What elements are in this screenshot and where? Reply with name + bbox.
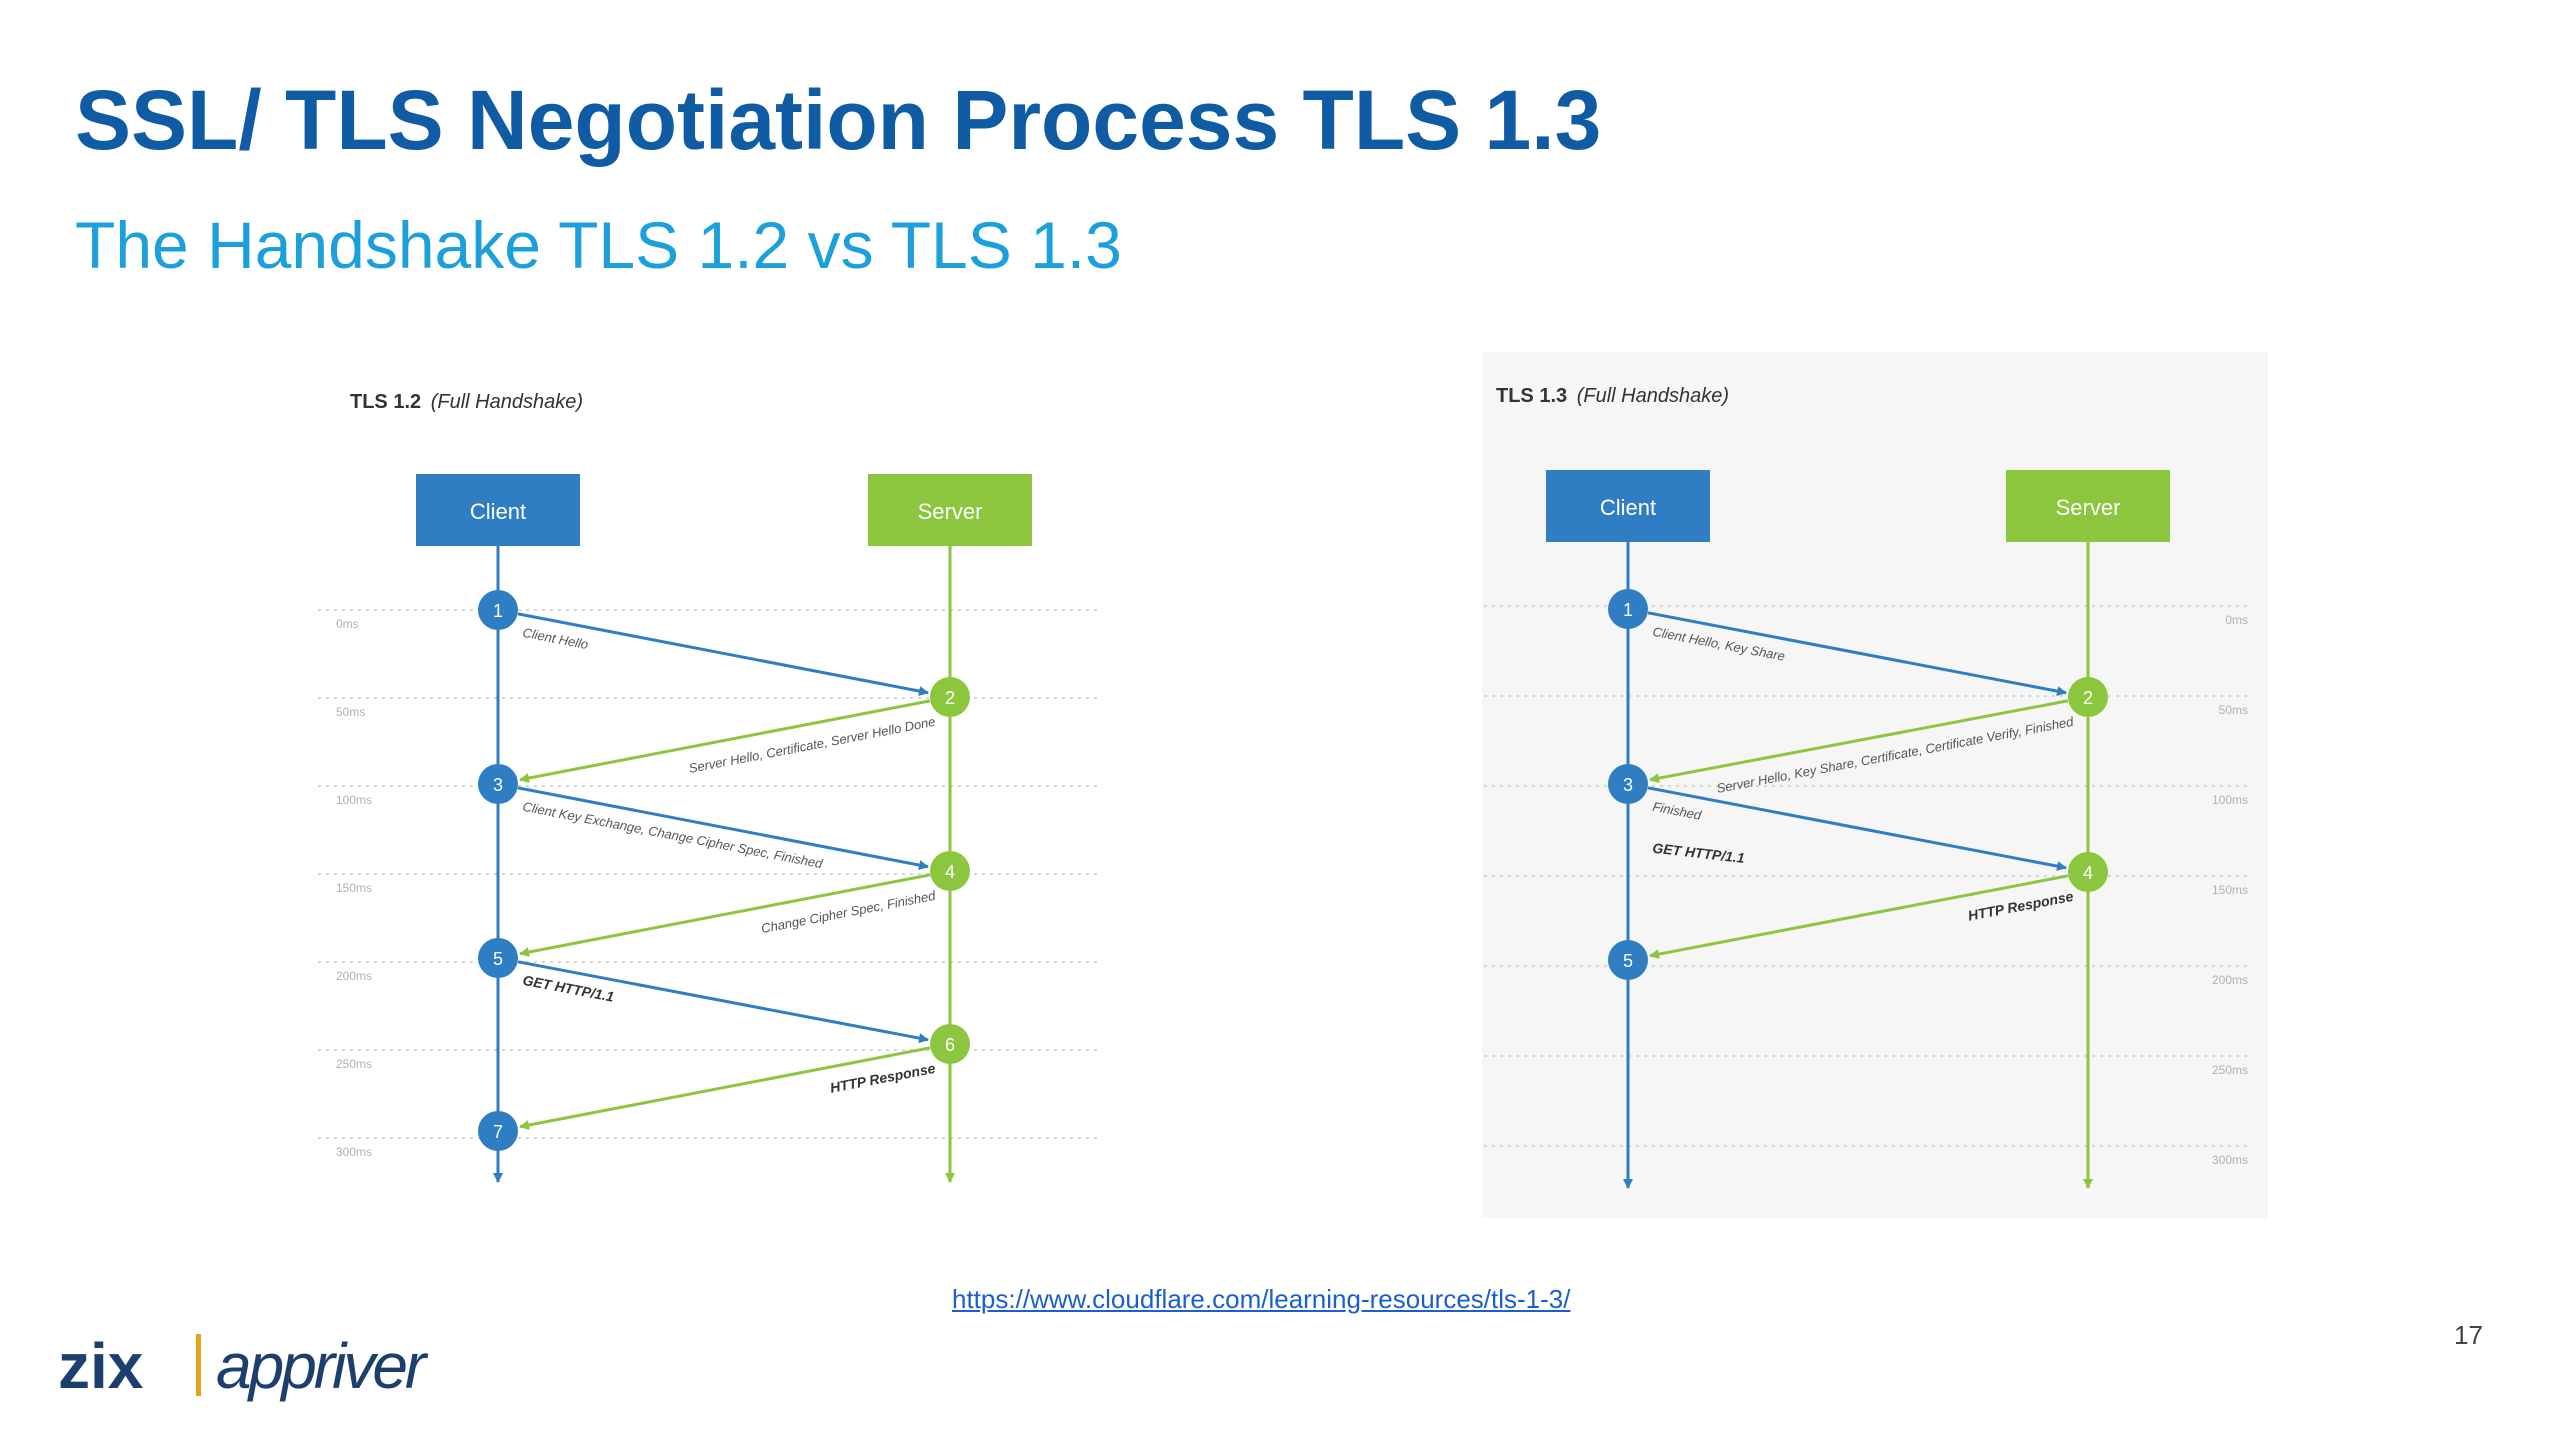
- tls12-server-box: [868, 474, 1032, 546]
- message-label: Change Cipher Spec, Finished: [760, 888, 937, 936]
- step-marker: [478, 590, 518, 630]
- time-label: 100ms: [2212, 793, 2248, 807]
- step-number: 1: [1623, 600, 1633, 620]
- logo-separator: [196, 1334, 201, 1396]
- time-label: 0ms: [2225, 613, 2248, 627]
- step-marker: [478, 764, 518, 804]
- time-label: 100ms: [336, 793, 372, 807]
- message-arrow: [1647, 611, 2067, 697]
- step-number: 5: [493, 949, 503, 969]
- time-label: 150ms: [2212, 883, 2248, 897]
- step-marker: [930, 677, 970, 717]
- time-label: 200ms: [2212, 973, 2248, 987]
- message-arrow: [517, 960, 929, 1044]
- message-arrow: [517, 612, 929, 696]
- step-number: 5: [1623, 951, 1633, 971]
- tls13-client-box: [1546, 470, 1710, 542]
- slide-subtitle: The Handshake TLS 1.2 vs TLS 1.3: [75, 208, 1122, 282]
- step-number: 2: [945, 688, 955, 708]
- step-marker: [478, 938, 518, 978]
- tls13-title-suffix: (Full Handshake): [1577, 385, 1729, 407]
- time-label: 300ms: [2212, 1153, 2248, 1167]
- time-label: 150ms: [336, 881, 372, 895]
- time-label: 50ms: [2219, 703, 2248, 717]
- tls12-client-box: [416, 474, 580, 546]
- time-label: 0ms: [336, 617, 359, 631]
- step-number: 4: [945, 862, 955, 882]
- step-marker: [930, 1024, 970, 1064]
- message-arrow: [1649, 874, 2069, 960]
- slide-title: SSL/ TLS Negotiation Process TLS 1.3: [75, 73, 1602, 167]
- tls13-server-box: [2006, 470, 2170, 542]
- message-label: Client Key Exchange, Change Cipher Spec,…: [521, 799, 824, 871]
- source-link[interactable]: https://www.cloudflare.com/learning-reso…: [952, 1284, 1571, 1314]
- svg-text:TLS 1.2 (Full Handshake): TLS 1.2 (Full Handshake): [350, 391, 583, 413]
- tls13-title: TLS 1.3: [1496, 385, 1567, 407]
- tls12-handshake-diagram: TLS 1.2 (Full Handshake) 0ms 50ms 100ms 150…: [318, 391, 1100, 1183]
- tls13-server-label: Server: [2056, 495, 2121, 520]
- step-marker: [1608, 764, 1648, 804]
- logo-appriver: appriver: [216, 1330, 429, 1402]
- time-label: 300ms: [336, 1145, 372, 1159]
- tls12-server-label: Server: [918, 499, 983, 524]
- message-arrow: [1649, 699, 2069, 784]
- step-marker: [1608, 589, 1648, 629]
- message-label: Client Hello: [521, 625, 589, 652]
- message-arrow: [517, 786, 929, 870]
- step-marker: [478, 1111, 518, 1151]
- message-arrow: [519, 1046, 931, 1130]
- zix-appriver-logo: zix appriver: [58, 1330, 432, 1402]
- logo-zix: zix: [58, 1330, 144, 1402]
- step-number: 3: [493, 775, 503, 795]
- message-arrow: [519, 699, 931, 783]
- message-arrow: [1647, 786, 2067, 872]
- step-marker: [930, 851, 970, 891]
- tls12-title-suffix: (Full Handshake): [431, 391, 583, 413]
- time-label: 50ms: [336, 705, 365, 719]
- step-marker: [1608, 940, 1648, 980]
- step-number: 4: [2083, 863, 2093, 883]
- step-marker: [2068, 852, 2108, 892]
- step-number: 1: [493, 601, 503, 621]
- tls12-title: TLS 1.2: [350, 391, 421, 413]
- time-label: 200ms: [336, 969, 372, 983]
- tls13-client-label: Client: [1600, 495, 1656, 520]
- time-label: 250ms: [2212, 1063, 2248, 1077]
- time-label: 250ms: [336, 1057, 372, 1071]
- tls13-handshake-diagram: TLS 1.3 (Full Handshake) 0ms 50ms 100ms 150…: [1482, 352, 2268, 1218]
- tls12-client-label: Client: [470, 499, 526, 524]
- step-number: 2: [2083, 688, 2093, 708]
- step-number: 7: [493, 1122, 503, 1142]
- step-marker: [2068, 677, 2108, 717]
- step-number: 3: [1623, 775, 1633, 795]
- message-arrow: [519, 873, 931, 957]
- svg-text:TLS 1.3 (Full Handshake): TLS 1.3 (Full Handshake): [1496, 385, 1729, 407]
- step-number: 6: [945, 1035, 955, 1055]
- page-number: 17: [2454, 1320, 2483, 1350]
